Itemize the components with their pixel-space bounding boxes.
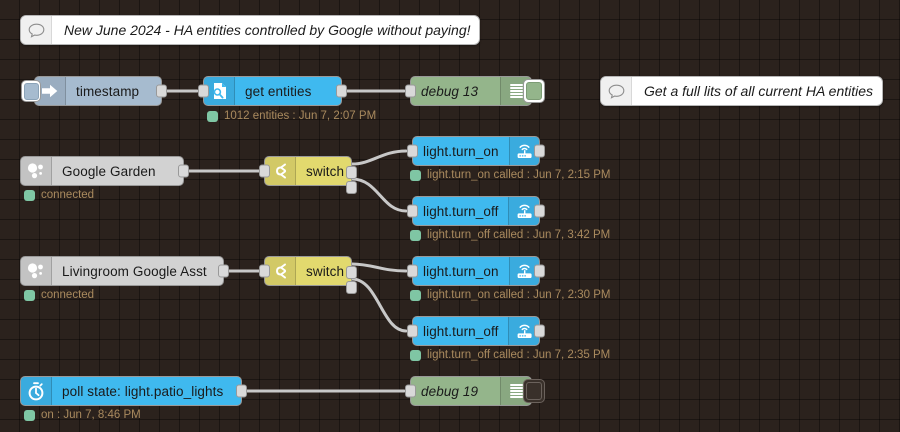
comment-node-header[interactable]: New June 2024 - HA entities controlled b… <box>20 15 480 45</box>
port-output-livingroom-light-off[interactable] <box>534 324 545 338</box>
port-output-livingroom-light-on[interactable] <box>534 264 545 278</box>
node-debug-19[interactable]: debug 19 <box>405 376 545 406</box>
port-input-debug19[interactable] <box>405 384 416 398</box>
node-label-livingroom-asst: Livingroom Google Asst <box>62 263 207 279</box>
switch-fork-icon <box>265 157 296 185</box>
port-output-2-switch-garden[interactable] <box>346 181 357 194</box>
wire-switch-garden-to-light-off <box>350 177 408 213</box>
node-label-get-entities: get entities <box>245 83 312 99</box>
port-input-switch-livingroom[interactable] <box>259 264 270 278</box>
status-text: light.turn_on called : Jun 7, 2:30 PM <box>427 289 611 301</box>
google-assistant-dots-icon <box>21 157 52 185</box>
port-output-1-switch-garden[interactable] <box>346 166 357 179</box>
port-output-poll-state[interactable] <box>236 384 247 398</box>
router-wifi-icon <box>508 317 540 345</box>
port-output-livingroom-asst[interactable] <box>218 264 229 278</box>
node-label-switch-garden: switch <box>306 163 345 179</box>
port-output-2-switch-livingroom[interactable] <box>346 281 357 294</box>
node-inject-timestamp[interactable]: timestamp <box>21 76 167 106</box>
status-dot-icon <box>410 229 421 241</box>
node-label-debug-13: debug 13 <box>421 83 479 99</box>
status-text: light.turn_off called : Jun 7, 3:42 PM <box>427 229 611 241</box>
node-label-garden-light-off: light.turn_off <box>423 203 499 219</box>
switch-fork-icon <box>265 257 296 285</box>
comment-bubble-icon <box>21 16 52 44</box>
inject-trigger-button-inner <box>23 82 39 100</box>
debug-lines-glyph <box>509 84 523 98</box>
debug-enable-toggle-13[interactable] <box>523 79 545 103</box>
status-garden-light-off: light.turn_off called : Jun 7, 3:42 PM <box>410 229 610 241</box>
status-garden-light-on: light.turn_on called : Jun 7, 2:15 PM <box>410 169 610 181</box>
status-dot-icon <box>24 409 35 421</box>
status-text: on : Jun 7, 8:46 PM <box>41 409 141 421</box>
status-text: light.turn_on called : Jun 7, 2:15 PM <box>427 169 611 181</box>
comment-node-get-entities[interactable]: Get a full lits of all current HA entiti… <box>600 76 883 106</box>
status-dot-icon <box>207 110 218 122</box>
status-dot-icon <box>410 169 421 181</box>
status-text: connected <box>41 289 95 301</box>
port-output-garden-light-off[interactable] <box>534 204 545 218</box>
status-dot-icon <box>410 289 421 301</box>
port-output-timestamp[interactable] <box>156 84 167 98</box>
port-input-garden-light-off[interactable] <box>407 204 418 218</box>
node-switch-livingroom[interactable]: switch <box>259 256 357 294</box>
inject-trigger-button[interactable] <box>21 80 41 102</box>
status-dot-icon <box>24 289 35 301</box>
debug-enable-toggle-13-inner <box>526 82 542 100</box>
node-livingroom-google-asst[interactable]: Livingroom Google Asst <box>20 256 229 286</box>
status-get-entities: 1012 entities : Jun 7, 2:07 PM <box>207 110 376 122</box>
status-dot-icon <box>410 349 421 361</box>
node-get-entities[interactable]: get entities <box>198 76 347 106</box>
status-dot-icon <box>24 189 35 201</box>
port-input-livingroom-light-on[interactable] <box>407 264 418 278</box>
node-label-livingroom-light-off: light.turn_off <box>423 323 499 339</box>
status-livingroom-asst: connected <box>24 289 94 301</box>
debug-lines-glyph <box>509 384 523 398</box>
node-label-poll-state: poll state: light.patio_lights <box>62 383 224 399</box>
wire-switch-livingroom-to-light-off <box>350 277 408 333</box>
comment-bubble-icon <box>601 77 632 105</box>
node-livingroom-light-turn-off[interactable]: light.turn_off <box>407 316 545 346</box>
node-label-garden-light-on: light.turn_on <box>423 143 499 159</box>
port-output-1-switch-livingroom[interactable] <box>346 266 357 279</box>
node-garden-light-turn-off[interactable]: light.turn_off <box>407 196 545 226</box>
status-livingroom-light-on: light.turn_on called : Jun 7, 2:30 PM <box>410 289 610 301</box>
node-garden-light-turn-on[interactable]: light.turn_on <box>407 136 545 166</box>
port-output-get-entities[interactable] <box>336 84 347 98</box>
node-label-switch-livingroom: switch <box>306 263 345 279</box>
port-input-livingroom-light-off[interactable] <box>407 324 418 338</box>
port-input-get-entities[interactable] <box>198 84 209 98</box>
port-input-debug13[interactable] <box>405 84 416 98</box>
google-assistant-dots-icon <box>21 257 52 285</box>
stopwatch-icon <box>21 377 52 405</box>
node-livingroom-light-turn-on[interactable]: light.turn_on <box>407 256 545 286</box>
wire-switch-garden-to-light-on <box>350 149 408 166</box>
debug-enable-toggle-19-inner <box>526 382 542 400</box>
status-livingroom-light-off: light.turn_off called : Jun 7, 2:35 PM <box>410 349 610 361</box>
wire-switch-livingroom-to-light-on <box>350 262 408 273</box>
port-input-switch-garden[interactable] <box>259 164 270 178</box>
status-google-garden: connected <box>24 189 94 201</box>
node-poll-state[interactable]: poll state: light.patio_lights <box>20 376 247 406</box>
status-text: light.turn_off called : Jun 7, 2:35 PM <box>427 349 611 361</box>
comment-text: New June 2024 - HA entities controlled b… <box>64 22 471 38</box>
comment-text: Get a full lits of all current HA entiti… <box>644 83 874 99</box>
port-output-google-garden[interactable] <box>178 164 189 178</box>
node-label-timestamp: timestamp <box>76 83 140 99</box>
node-google-garden[interactable]: Google Garden <box>20 156 189 186</box>
debug-enable-toggle-19[interactable] <box>523 379 545 403</box>
status-text: connected <box>41 189 95 201</box>
document-search-icon <box>204 77 235 105</box>
port-output-garden-light-on[interactable] <box>534 144 545 158</box>
node-label-debug-19: debug 19 <box>421 383 479 399</box>
port-input-garden-light-on[interactable] <box>407 144 418 158</box>
node-label-livingroom-light-on: light.turn_on <box>423 263 499 279</box>
node-label-google-garden: Google Garden <box>62 163 156 179</box>
status-text: 1012 entities : Jun 7, 2:07 PM <box>224 110 377 122</box>
node-debug-13[interactable]: debug 13 <box>405 76 545 106</box>
node-switch-garden[interactable]: switch <box>259 156 357 194</box>
status-poll-state: on : Jun 7, 8:46 PM <box>24 409 141 421</box>
